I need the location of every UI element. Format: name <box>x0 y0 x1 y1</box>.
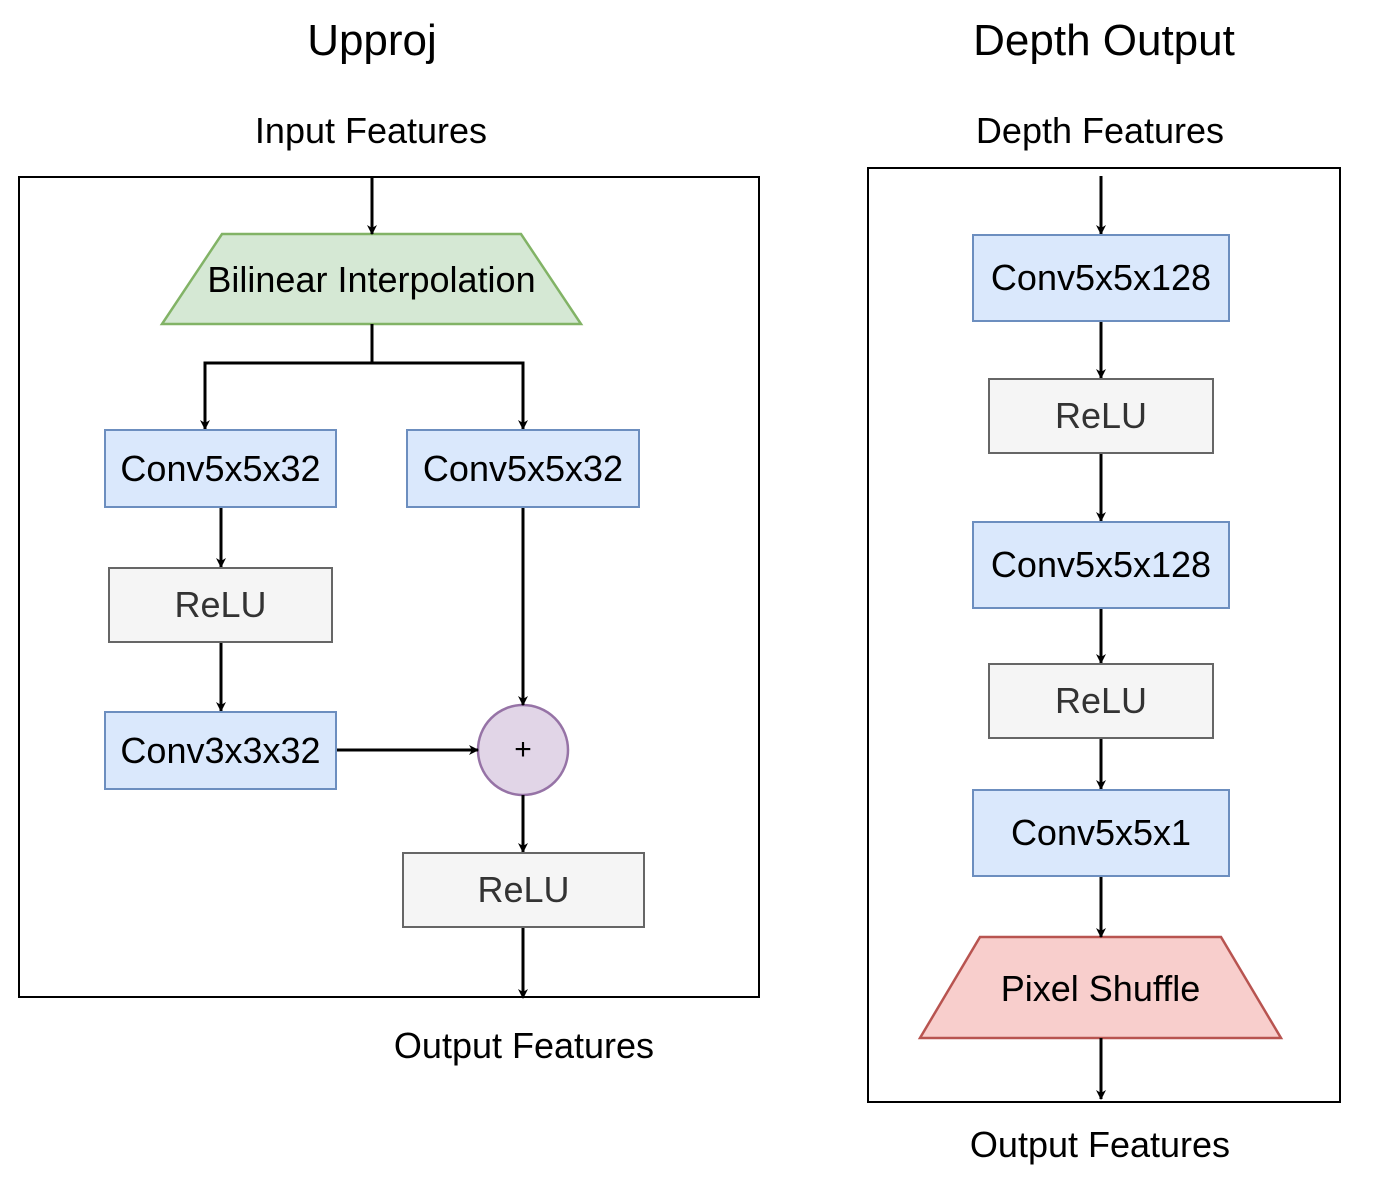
upproj-relu-out: ReLU <box>402 852 645 928</box>
arrow-interp-to-conv-right <box>372 361 528 430</box>
depth-conv-3: Conv5x5x1 <box>972 789 1230 877</box>
shuffle-shape <box>917 935 1284 1040</box>
sum-label: + <box>514 733 532 766</box>
upproj-relu-left: ReLU <box>108 567 333 643</box>
upproj-conv-left-top: Conv5x5x32 <box>104 429 337 508</box>
upproj-output-label: Output Features <box>393 1025 655 1066</box>
depth-relu-1: ReLU <box>988 378 1214 454</box>
arrow-interp-to-conv-left <box>200 324 374 430</box>
upproj-conv-right: Conv5x5x32 <box>406 429 640 508</box>
depth-output-title: Depth Output <box>973 16 1235 65</box>
upproj-frame <box>18 176 760 998</box>
upproj-input-label: Input Features <box>254 110 488 151</box>
depth-conv-2: Conv5x5x128 <box>972 521 1230 609</box>
interp-shape <box>159 232 584 326</box>
depth-output-frame <box>867 167 1341 1103</box>
upproj-title: Upproj <box>307 16 437 65</box>
depth-conv-1: Conv5x5x128 <box>972 234 1230 322</box>
depth-output-label: Output Features <box>969 1124 1231 1165</box>
interp-label: Bilinear Interpolation <box>207 259 536 300</box>
depth-relu-2: ReLU <box>988 663 1214 739</box>
depth-input-label: Depth Features <box>975 110 1225 151</box>
shuffle-label: Pixel Shuffle <box>1000 968 1201 1009</box>
upproj-conv-left-bottom: Conv3x3x32 <box>104 711 337 790</box>
